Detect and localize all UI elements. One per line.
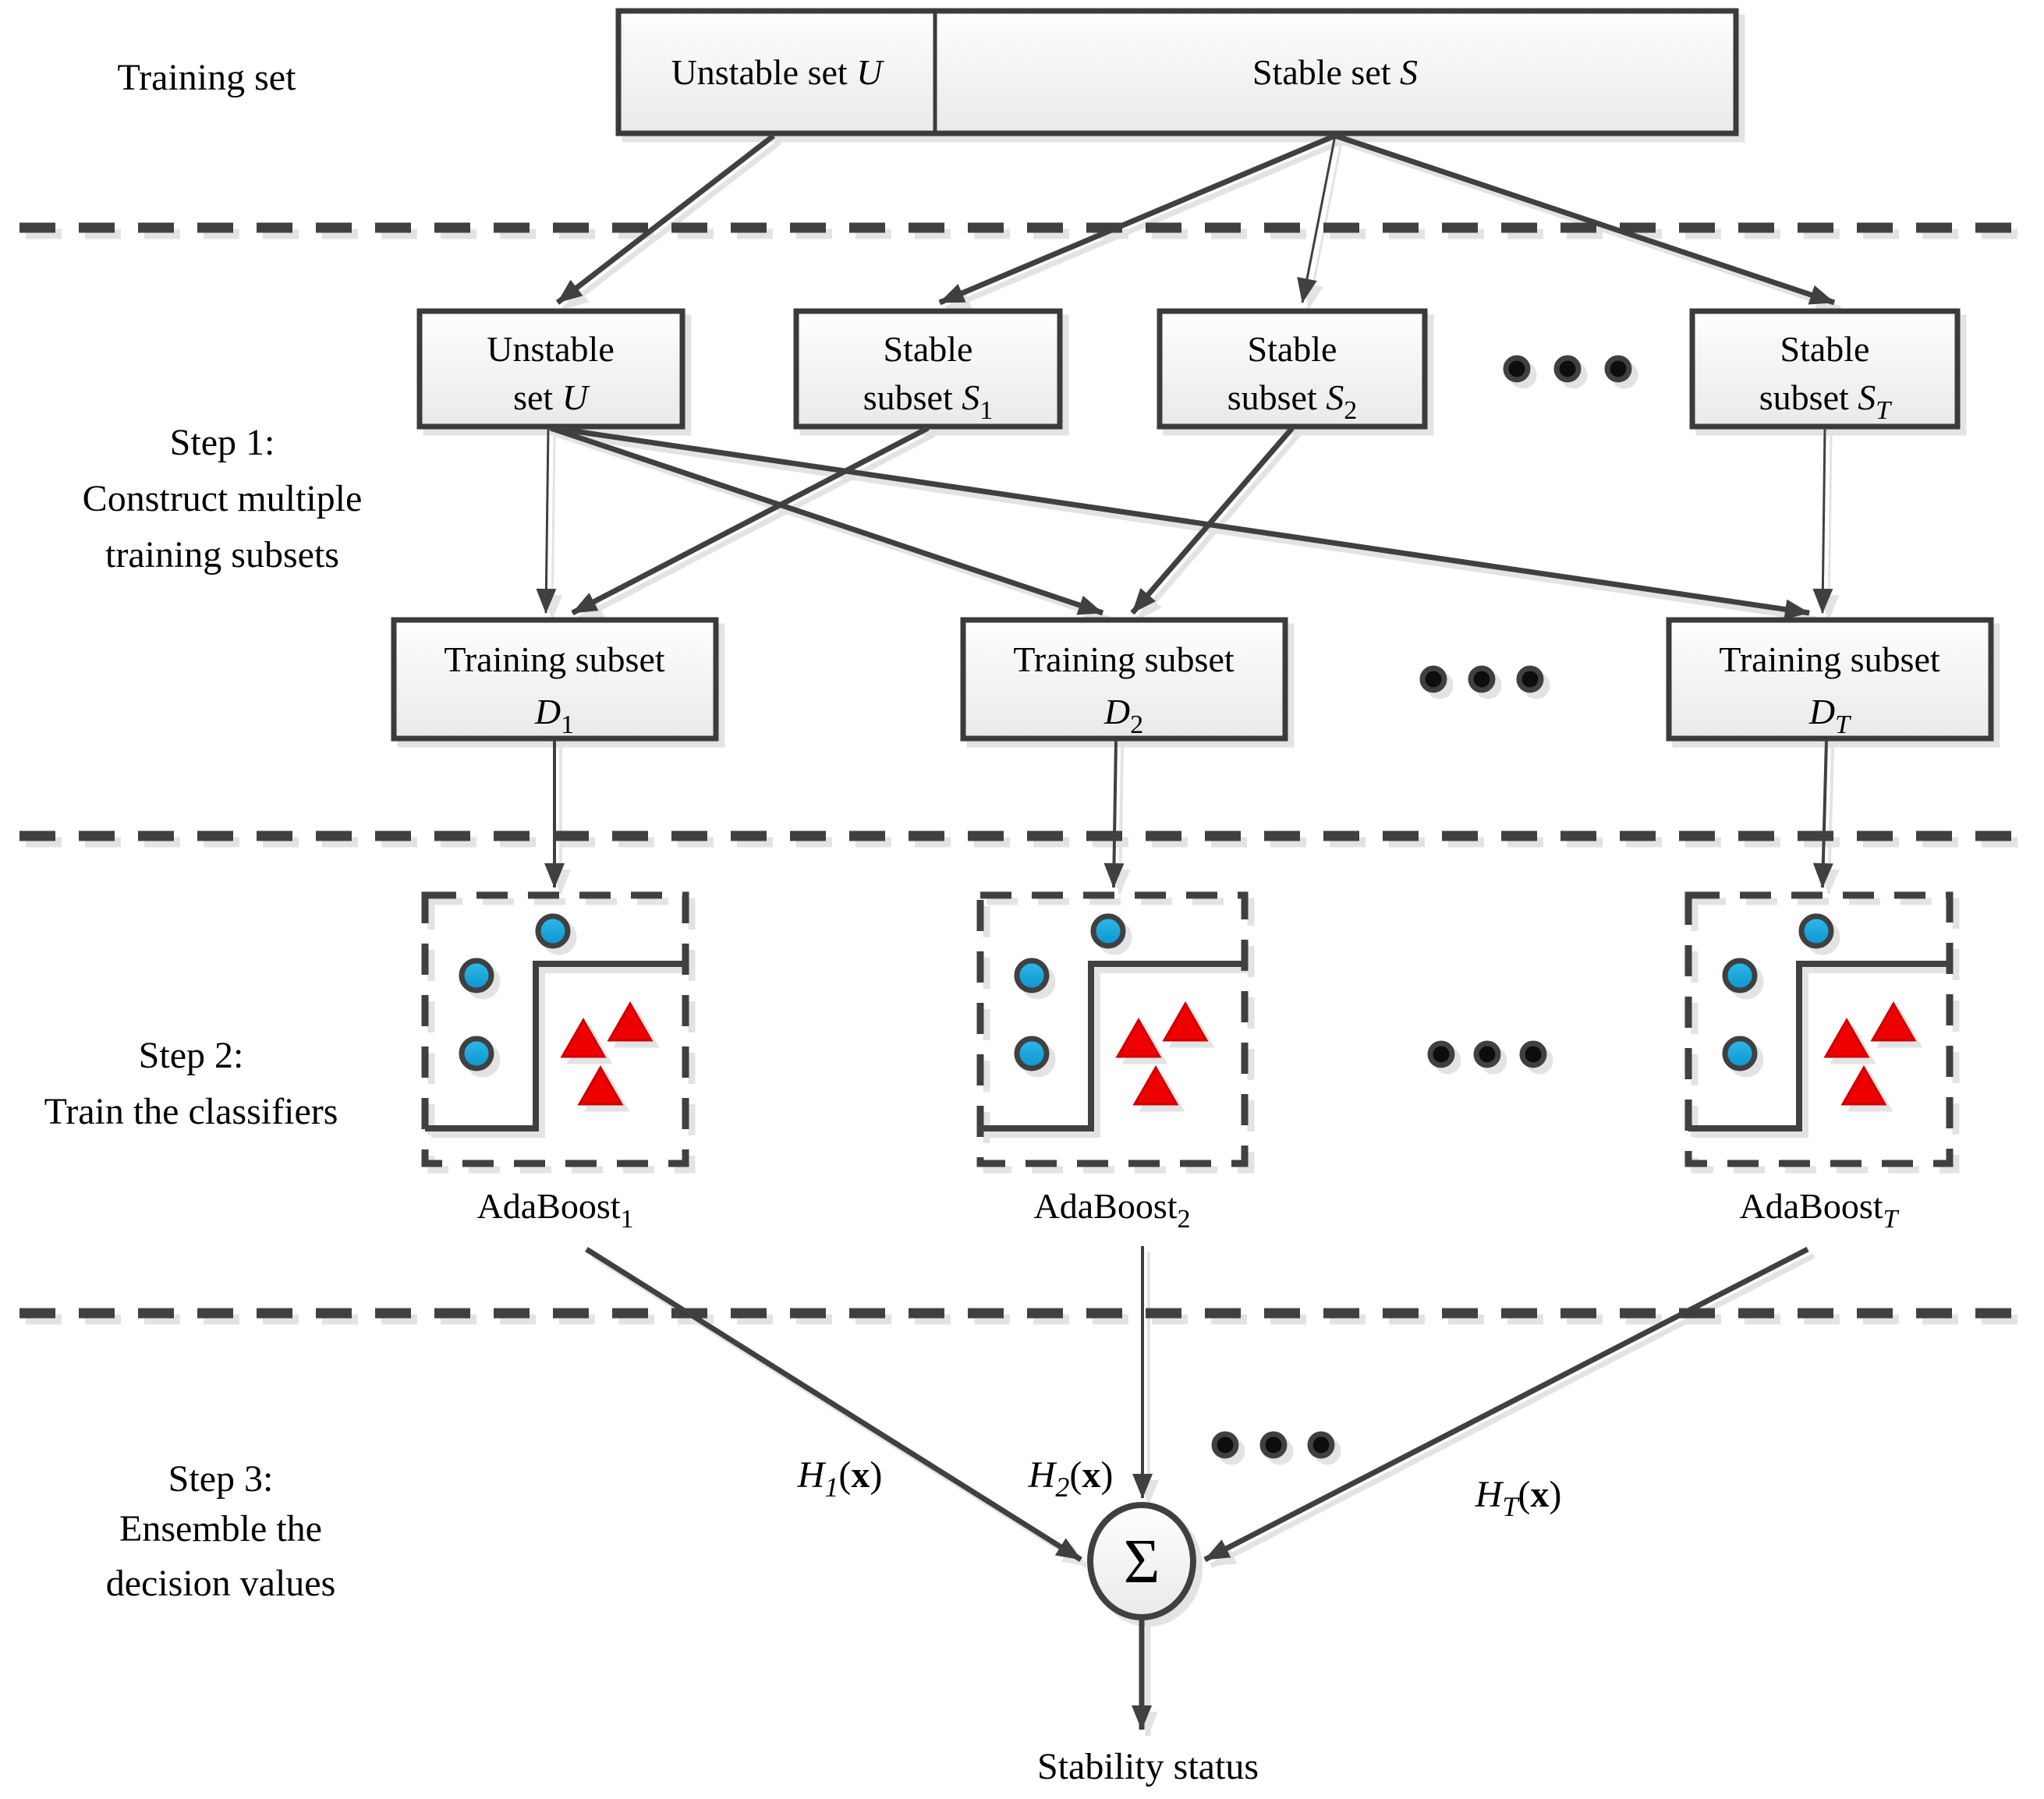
blue-class-point <box>1798 913 1834 949</box>
subset-box-s1 <box>793 308 1063 430</box>
three-dots-icon <box>1211 1431 1335 1459</box>
svg-text:Training subset: Training subset <box>1719 639 1939 679</box>
training-subset-d2-label: Training subset D2 <box>1013 639 1234 739</box>
sum-node <box>1087 1502 1196 1620</box>
svg-text:Stable: Stable <box>1780 329 1870 369</box>
decision-boundary <box>425 961 685 1131</box>
arrow-stable-to-s2 <box>1297 135 1337 303</box>
arrow-unstable-to-subset <box>555 133 776 305</box>
subset-box-s2-label: Stable subset S2 <box>1227 329 1358 425</box>
svg-text:Training subset: Training subset <box>1013 639 1234 679</box>
svg-text:subset S2: subset S2 <box>1227 377 1358 425</box>
svg-text:Step 2:: Step 2: <box>139 1035 244 1076</box>
arrow-d2-to-c2 <box>1103 739 1125 888</box>
training-set-label: Training set <box>118 57 297 98</box>
red-class-point <box>1823 1017 1870 1058</box>
blue-class-point <box>535 913 571 949</box>
subset-box-unstable <box>416 308 685 430</box>
arrow-st-to-dt <box>1812 427 1833 614</box>
classifier-2-label: AdaBoost2 <box>1034 1186 1191 1234</box>
training-subset-dt-label: Training subset DT <box>1719 639 1939 739</box>
arrow-ct-to-sum <box>1203 1246 1809 1563</box>
red-class-point <box>577 1064 624 1106</box>
arrow-dt-to-ct <box>1812 739 1833 888</box>
subset-box-s2 <box>1157 308 1428 430</box>
svg-text:Train the classifiers: Train the classifiers <box>44 1091 338 1132</box>
top-box-unstable-label: Unstable set U <box>671 52 885 92</box>
svg-text:Stable: Stable <box>1248 329 1337 369</box>
arrow-u-to-d1 <box>536 427 557 614</box>
subset-box-unstable-label: Unstable set U <box>487 329 615 417</box>
decision-boundary <box>980 961 1245 1131</box>
red-class-point <box>1132 1064 1179 1106</box>
blue-class-point <box>1090 913 1126 949</box>
blue-class-point <box>1722 958 1758 993</box>
svg-text:subset ST: subset ST <box>1759 377 1893 425</box>
classifier-plot-t <box>1684 891 1954 1167</box>
svg-text:set U: set U <box>513 377 590 417</box>
decision-boundary <box>1688 961 1950 1131</box>
svg-text:D1: D1 <box>534 692 574 739</box>
training-set-box <box>615 8 1739 136</box>
subset-box-s1-label: Stable subset S1 <box>863 329 994 425</box>
blue-class-point <box>459 1036 494 1071</box>
svg-text:Stable: Stable <box>884 329 973 369</box>
svg-text:D2: D2 <box>1103 692 1143 739</box>
classifier-plot-2 <box>976 891 1249 1167</box>
arrow-s2-to-d2 <box>1130 426 1295 615</box>
svg-text:decision values: decision values <box>106 1563 336 1604</box>
subset-box-st-label: Stable subset ST <box>1759 329 1893 425</box>
red-class-point <box>1840 1064 1887 1106</box>
red-class-point <box>1115 1017 1162 1058</box>
blue-class-point <box>1014 1036 1050 1071</box>
sum-symbol: Σ <box>1124 1528 1160 1596</box>
svg-text:Step 3:: Step 3: <box>168 1458 274 1500</box>
blue-class-point <box>1722 1036 1758 1071</box>
output-label: Stability status <box>1037 1746 1259 1787</box>
svg-text:Training subset: Training subset <box>444 639 664 679</box>
svg-text:DT: DT <box>1808 692 1851 739</box>
h1-output-label: H1(x) <box>797 1454 883 1503</box>
training-subset-box-d2 <box>960 617 1288 742</box>
arrow-u-to-dt <box>553 425 1810 620</box>
svg-text:Step 1:: Step 1: <box>170 422 275 463</box>
step3-label: Step 3: Ensemble the decision values <box>106 1458 336 1604</box>
svg-text:subset S1: subset S1 <box>863 377 994 425</box>
arrow-stable-to-st <box>1334 133 1836 306</box>
red-class-point <box>607 1000 654 1042</box>
svg-text:Construct multiple: Construct multiple <box>83 478 363 519</box>
three-dots-icon <box>1427 1040 1547 1068</box>
three-dots-icon <box>1419 665 1544 693</box>
arrow-u-to-d2 <box>549 425 1104 616</box>
classifier-1-label: AdaBoost1 <box>477 1186 634 1234</box>
svg-text:training subsets: training subsets <box>105 534 339 575</box>
training-subset-box-d1 <box>391 617 719 742</box>
step2-label: Step 2: Train the classifiers <box>44 1035 338 1132</box>
blue-class-point <box>459 958 494 993</box>
red-class-point <box>560 1017 607 1058</box>
classifier-plot-1 <box>421 891 689 1167</box>
arrow-s1-to-d1 <box>571 425 930 616</box>
top-box-stable-label: Stable set S <box>1252 52 1418 92</box>
training-subset-box-dt <box>1666 617 1994 742</box>
classifier-t-label: AdaBoostT <box>1740 1186 1900 1234</box>
ht-output-label: HT(x) <box>1475 1474 1562 1522</box>
arrow-c1-to-sum <box>585 1247 1082 1562</box>
svg-text:Ensemble the: Ensemble the <box>119 1508 322 1549</box>
three-dots-icon <box>1503 355 1632 383</box>
arrow-stable-to-s1 <box>938 133 1337 306</box>
red-class-point <box>1870 1000 1917 1042</box>
h2-output-label: H2(x) <box>1028 1454 1114 1503</box>
red-class-point <box>1162 1000 1209 1042</box>
subset-box-st <box>1689 308 1961 430</box>
blue-class-point <box>1014 958 1050 993</box>
training-subset-d1-label: Training subset D1 <box>444 639 664 739</box>
step1-label: Step 1: Construct multiple training subs… <box>83 422 363 575</box>
svg-text:Unstable: Unstable <box>487 329 615 369</box>
